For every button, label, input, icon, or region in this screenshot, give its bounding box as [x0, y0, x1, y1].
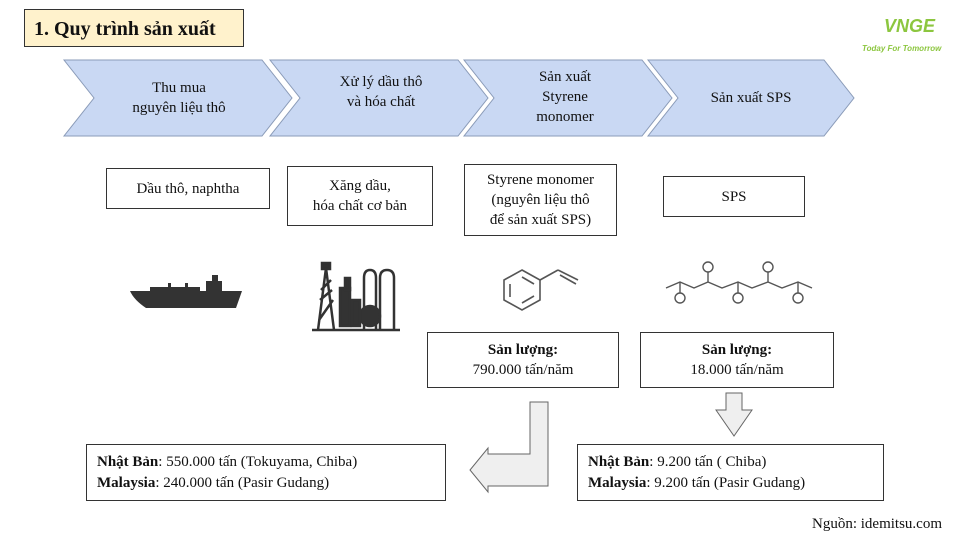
destination-1-row-1: Nhật Bản: 550.000 tấn (Tokuyama, Chiba): [97, 452, 435, 473]
destination-1-row-2: Malaysia: 240.000 tấn (Pasir Gudang): [97, 473, 435, 494]
step-3-label: Sản xuất Styrene monomer: [490, 62, 640, 132]
styrene-molecule-icon: [503, 269, 579, 311]
step-1-label: Thu mua nguyên liệu thô: [94, 62, 264, 134]
product-box-4: SPS: [663, 176, 805, 217]
brand-logo: VNGE Today For Tomorrow: [858, 16, 948, 60]
output-2-value: 18.000 tấn/năm: [690, 362, 784, 378]
product-3-line-1: Styrene monomer: [486, 172, 595, 188]
product-3-line-3: để sản xuất SPS): [489, 212, 592, 228]
country-detail: : 9.200 tấn ( Chiba): [649, 454, 767, 470]
chevron-step-1: [62, 59, 293, 137]
step-3-line-2: Styrene: [542, 89, 588, 105]
source-note: Nguồn: idemitsu.com: [812, 516, 942, 532]
country-name: Malaysia: [97, 475, 156, 491]
destination-box-2: Nhật Bản: 9.200 tấn ( Chiba) Malaysia: 9…: [577, 444, 884, 501]
output-2-label: Sản lượng:: [701, 342, 773, 358]
destination-2-row-2: Malaysia: 9.200 tấn (Pasir Gudang): [588, 473, 873, 494]
output-1-label: Sản lượng:: [487, 342, 559, 358]
product-2-line-1: Xăng dầu,: [329, 178, 391, 194]
chevron-step-4: [646, 59, 855, 137]
step-2-line-2: và hóa chất: [346, 94, 416, 110]
country-detail: : 550.000 tấn (Tokuyama, Chiba): [158, 454, 358, 470]
product-2-line-2: hóa chất cơ bản: [312, 198, 408, 214]
product-4-line-1: SPS: [721, 188, 747, 205]
product-box-2: Xăng dầu, hóa chất cơ bản: [287, 166, 433, 226]
country-name: Malaysia: [588, 475, 647, 491]
step-1-line-1: Thu mua: [152, 80, 206, 96]
country-detail: : 9.200 tấn (Pasir Gudang): [646, 475, 806, 491]
destination-2-row-1: Nhật Bản: 9.200 tấn ( Chiba): [588, 452, 873, 473]
step-1-line-2: nguyên liệu thô: [132, 100, 226, 116]
country-detail: : 240.000 tấn (Pasir Gudang): [155, 475, 330, 491]
sps-polymer-icon: [665, 261, 813, 304]
country-name: Nhật Bản: [588, 454, 650, 470]
product-box-1: Dầu thô, naphtha: [106, 168, 270, 209]
step-4-line-1: Sản xuất SPS: [710, 90, 792, 106]
page-title: 1. Quy trình sản xuất: [24, 9, 244, 47]
output-box-1: Sản lượng: 790.000 tấn/năm: [427, 332, 619, 388]
chevron-step-3: [462, 59, 673, 137]
step-2-label: Xử lý dầu thô và hóa chất: [298, 62, 464, 122]
step-3-line-1: Sản xuất: [538, 69, 592, 85]
destination-box-1: Nhật Bản: 550.000 tấn (Tokuyama, Chiba) …: [86, 444, 446, 501]
bent-arrow-left: [469, 401, 549, 494]
product-1-line-1: Dầu thô, naphtha: [136, 180, 240, 197]
logo-mark: VNGE: [884, 16, 936, 36]
step-3-line-3: monomer: [536, 109, 594, 125]
down-arrow: [715, 392, 753, 437]
output-1-value: 790.000 tấn/năm: [472, 362, 574, 378]
step-2-line-1: Xử lý dầu thô: [339, 74, 423, 90]
chevron-step-2: [268, 59, 489, 137]
step-4-label: Sản xuất SPS: [676, 62, 826, 134]
product-box-3: Styrene monomer (nguyên liệu thô để sản …: [464, 164, 617, 236]
country-name: Nhật Bản: [97, 454, 159, 470]
tanker-ship-icon: [130, 275, 242, 308]
refinery-icon: [312, 261, 400, 332]
product-3-line-2: (nguyên liệu thô: [491, 192, 590, 208]
logo-tagline: Today For Tomorrow: [862, 44, 942, 53]
output-box-2: Sản lượng: 18.000 tấn/năm: [640, 332, 834, 388]
